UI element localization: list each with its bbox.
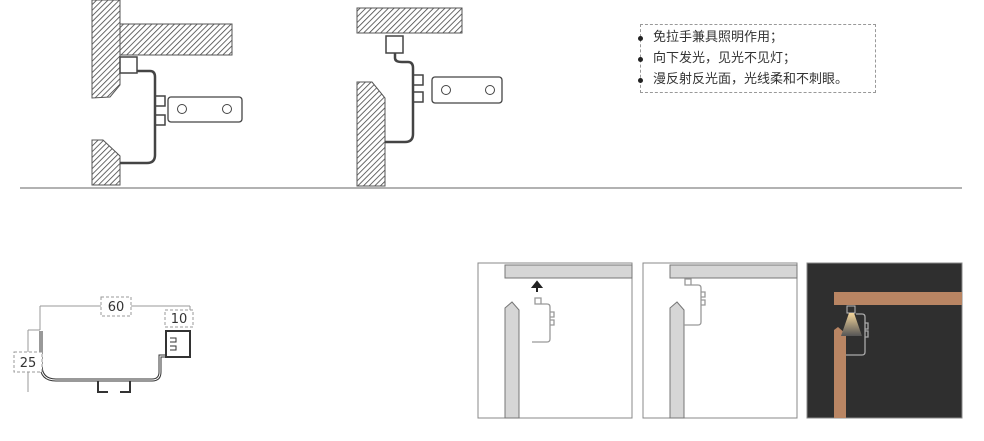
handle-profile xyxy=(684,278,706,326)
hinge-plate xyxy=(431,76,503,104)
handle-profile xyxy=(385,53,415,144)
light-beam xyxy=(841,313,862,336)
wood-door xyxy=(834,327,846,418)
wood-shelf xyxy=(834,292,962,305)
ceiling-hatch xyxy=(356,7,463,34)
handle-profile xyxy=(846,313,869,356)
dimension-width: 60 xyxy=(108,300,125,315)
screw-hole-icon xyxy=(177,104,187,114)
feature-list: 免拉手兼具照明作用； 向下发光，见光不见灯； 漫反射反光面，光线柔和不刺眼。 xyxy=(638,24,876,93)
shelf xyxy=(504,264,633,279)
install-diagram-top xyxy=(356,7,503,187)
hinge-plate xyxy=(167,96,243,123)
arrow-up-icon xyxy=(530,280,544,292)
clip xyxy=(413,74,424,103)
shelf xyxy=(669,264,798,279)
lower-wall-hatch xyxy=(91,139,121,186)
door-panel xyxy=(669,301,685,419)
wall-hatch xyxy=(91,0,121,99)
profile-feet xyxy=(97,381,131,393)
door-panel xyxy=(504,301,520,419)
clip xyxy=(155,95,166,126)
screw-hole-icon xyxy=(485,85,495,95)
profile-mount xyxy=(165,330,191,358)
illustration-panel-1 xyxy=(477,262,633,419)
profile-mount xyxy=(119,56,138,74)
shelf-hatch xyxy=(119,23,233,56)
handle-profile xyxy=(120,69,157,165)
feature-item: 漫反射反光面，光线柔和不刺眼。 xyxy=(638,69,875,90)
illustration-panel-2 xyxy=(642,262,798,419)
profile-outline xyxy=(39,331,168,382)
feature-item: 免拉手兼具照明作用； xyxy=(638,27,875,48)
dimension-height: 25 xyxy=(20,356,37,371)
profile-mount xyxy=(385,35,404,54)
screw-hole-icon xyxy=(222,104,232,114)
screw-hole-icon xyxy=(441,85,451,95)
feature-item: 向下发光，见光不见灯； xyxy=(638,48,875,69)
wall-hatch xyxy=(356,81,386,187)
dimension-lip: 10 xyxy=(171,312,188,327)
handle-profile xyxy=(532,297,555,343)
illustration-panel-3-lit xyxy=(806,262,963,419)
install-diagram-side xyxy=(91,0,243,186)
profile-dimension-drawing: 60 10 25 xyxy=(13,296,194,393)
